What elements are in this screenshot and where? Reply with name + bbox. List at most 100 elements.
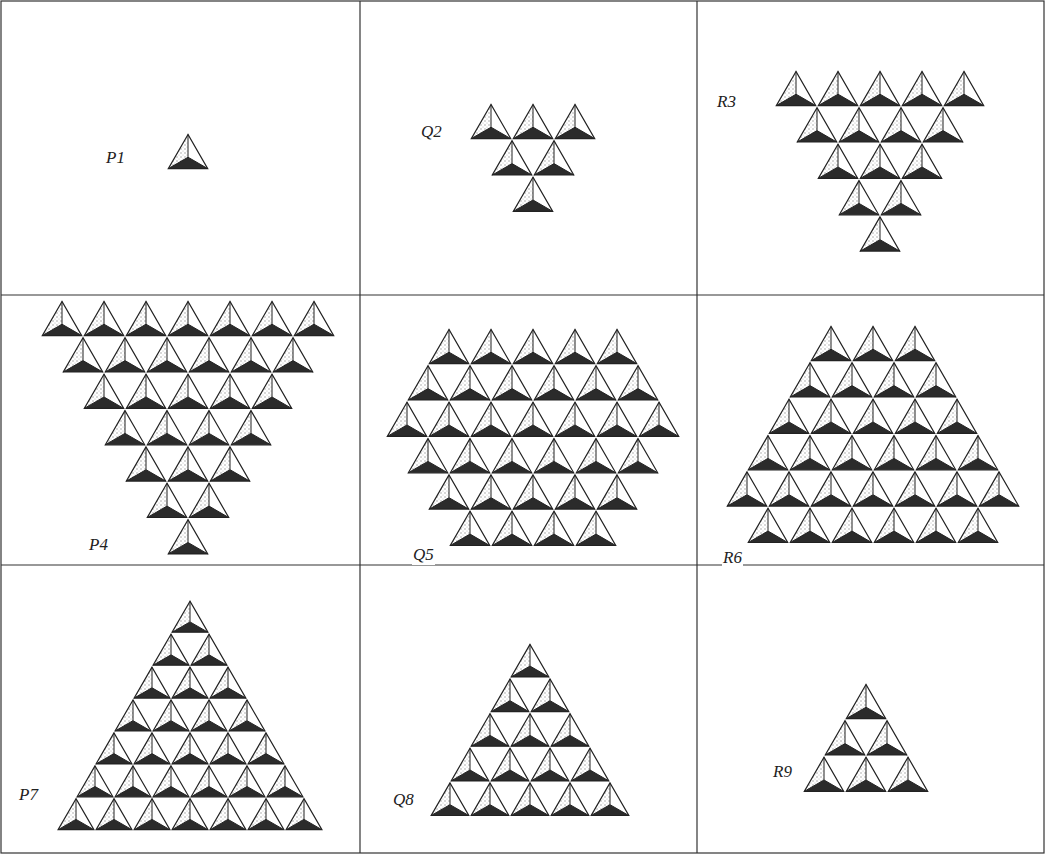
tetrahedron: [818, 144, 857, 178]
tetrahedron: [492, 141, 531, 175]
tetrahedron: [534, 439, 573, 473]
tetrahedron: [273, 338, 312, 372]
tetrahedron: [555, 330, 594, 364]
tetrahedron: [902, 144, 941, 178]
tetrahedron: [252, 374, 291, 408]
tetrahedron: [210, 374, 249, 408]
tetrahedron: [491, 748, 529, 781]
tetrahedron: [134, 667, 170, 698]
tetrahedron: [492, 366, 531, 400]
tetrahedron: [811, 472, 850, 506]
tetrahedron: [511, 644, 549, 677]
tetrahedron: [168, 447, 207, 481]
tetrahedron: [832, 508, 871, 542]
tetrahedron: [832, 363, 871, 397]
tetrahedron: [63, 338, 102, 372]
tetrahedron: [229, 766, 265, 797]
tetrahedron: [874, 363, 913, 397]
tetrahedron: [191, 766, 227, 797]
tetrahedron: [408, 439, 447, 473]
tetrahedron: [471, 714, 509, 747]
tetrahedron: [531, 679, 569, 712]
tetrahedron: [210, 447, 249, 481]
tetrahedron: [189, 338, 228, 372]
tetrahedron: [937, 399, 976, 433]
tetrahedron: [451, 748, 489, 781]
panel-label: Q8: [392, 790, 415, 810]
tetrahedron: [958, 436, 997, 470]
tetrahedron: [618, 366, 657, 400]
tetrahedron: [511, 714, 549, 747]
tetrahedron: [895, 327, 934, 361]
tetrahedron: [534, 366, 573, 400]
tetrahedron: [450, 511, 489, 545]
tetrahedron: [408, 366, 447, 400]
tetrahedron: [105, 338, 144, 372]
tetrahedron: [571, 748, 609, 781]
tetrahedron: [769, 472, 808, 506]
tetrahedron: [881, 181, 920, 215]
tetrahedron: [294, 302, 333, 336]
tetrahedron: [471, 105, 510, 139]
tetrahedron: [874, 508, 913, 542]
tetrahedron: [555, 475, 594, 509]
tetrahedron: [576, 439, 615, 473]
tetrahedron: [839, 181, 878, 215]
tetrahedron: [597, 402, 636, 436]
tetrahedron: [168, 135, 207, 169]
tetrahedron: [191, 700, 227, 731]
tetrahedron: [727, 472, 766, 506]
panel-label: R3: [716, 92, 737, 112]
tetrahedron: [513, 105, 552, 139]
tetrahedron: [811, 399, 850, 433]
tetrahedron: [853, 472, 892, 506]
tetrahedron: [471, 402, 510, 436]
tetrahedron: [168, 302, 207, 336]
tetrahedron-arrays: [42, 72, 1018, 830]
tetrahedron: [591, 783, 629, 816]
tetrahedron: [172, 799, 208, 830]
tetrahedron: [818, 72, 857, 106]
tetrahedron: [790, 508, 829, 542]
tetrahedron: [429, 402, 468, 436]
tetrahedron: [492, 511, 531, 545]
tetrahedron: [126, 374, 165, 408]
tetrahedron: [168, 520, 207, 554]
tetrahedron: [267, 766, 303, 797]
tetrahedron: [286, 799, 322, 830]
tetrahedron: [189, 483, 228, 517]
panel-label: Q5: [412, 545, 435, 565]
tetrahedron: [172, 667, 208, 698]
tetrahedron: [832, 436, 871, 470]
tetrahedron: [534, 141, 573, 175]
tetrahedron: [189, 411, 228, 445]
tetrahedron: [618, 439, 657, 473]
tetrahedron: [42, 302, 81, 336]
tetrahedron: [916, 508, 955, 542]
tetrahedron: [748, 508, 787, 542]
tetrahedron: [96, 799, 132, 830]
tetrahedron: [888, 757, 927, 791]
tetrahedron: [231, 338, 270, 372]
tetrahedron: [77, 766, 113, 797]
tetrahedron: [58, 799, 94, 830]
tetrahedron: [748, 436, 787, 470]
tetrahedron: [551, 714, 589, 747]
tetrahedron: [551, 783, 589, 816]
tetrahedron: [210, 799, 246, 830]
panel-label: P1: [105, 148, 126, 168]
tetrahedron: [231, 411, 270, 445]
tetrahedron: [513, 402, 552, 436]
panel-label: P7: [18, 785, 39, 805]
tetrahedron: [172, 601, 208, 632]
tetrahedron: [471, 475, 510, 509]
tetrahedron: [471, 783, 509, 816]
tetrahedron: [555, 402, 594, 436]
tetrahedron: [916, 363, 955, 397]
tetrahedron: [134, 799, 170, 830]
tetrahedron: [846, 757, 885, 791]
panel-label: P4: [88, 535, 109, 555]
tetrahedron: [450, 366, 489, 400]
